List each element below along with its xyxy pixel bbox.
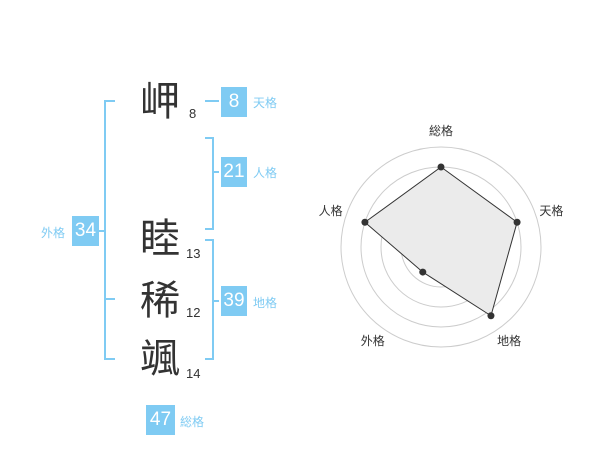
radar-area [364,166,518,317]
jinkaku-badge: 21 [221,157,247,187]
radar-axis-label-5: 人格 [319,203,343,218]
stroke-count-2: 13 [186,246,201,261]
name-char-3: 稀 [140,278,180,324]
stroke-count-4: 14 [186,366,201,381]
radar-point-3 [487,312,495,320]
tenkaku-badge: 8 [221,87,247,117]
radar-point-4 [419,268,427,276]
chikaku-badge: 39 [221,286,247,316]
chikaku-label: 地格 [253,296,278,310]
gaikaku-label: 外格 [41,226,66,240]
radar-point-5 [361,218,369,226]
name-char-1: 岬 [140,79,180,125]
radar-axis-label-2: 天格 [539,203,563,218]
radar-point-2 [513,218,521,226]
name-char-4: 颯 [140,336,180,382]
soukaku-badge: 47 [146,405,175,435]
soukaku-label: 総格 [180,415,205,429]
name-char-2: 睦 [140,216,180,262]
radar-axis-label-3: 地格 [497,333,521,348]
radar-axis-label-1: 総格 [429,123,453,138]
stroke-count-1: 8 [189,106,197,121]
radar-ring-5 [340,146,542,348]
tenkaku-label: 天格 [253,96,278,110]
gaikaku-badge: 34 [72,216,99,246]
stroke-count-3: 12 [186,305,201,320]
radar-point-1 [437,163,445,171]
radar-axis-label-4: 外格 [361,333,385,348]
jinkaku-label: 人格 [253,166,278,180]
radar-points [361,163,521,320]
